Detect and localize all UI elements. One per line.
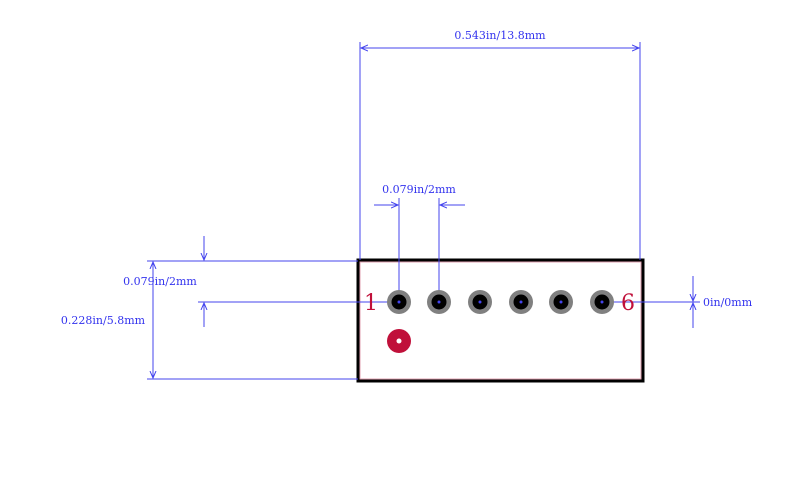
component-body <box>356 258 645 383</box>
pad-4 <box>509 290 533 314</box>
pad-6 <box>590 290 614 314</box>
overall-width-dimension <box>359 42 641 260</box>
pin-pitch-label: 0.079in/2mm <box>382 183 456 196</box>
pin-label-last: 6 <box>621 291 635 316</box>
overall-height-label: 0.228in/5.8mm <box>61 314 146 327</box>
overall-height-dimension <box>147 262 358 380</box>
pad-5 <box>549 290 573 314</box>
row-offset-label: 0.079in/2mm <box>123 275 197 288</box>
right-offset-dimension <box>602 276 700 328</box>
pin-label-first: 1 <box>364 291 378 316</box>
pad-2 <box>427 290 451 314</box>
pad-3 <box>468 290 492 314</box>
pin-pitch-dimension <box>374 198 465 302</box>
pad-1 <box>387 290 411 314</box>
row-offset-dimension <box>147 236 399 327</box>
right-offset-label: 0in/0mm <box>703 296 753 309</box>
overall-width-label: 0.543in/13.8mm <box>454 29 546 42</box>
pin1-marker <box>387 329 411 353</box>
pad-row <box>387 290 614 314</box>
